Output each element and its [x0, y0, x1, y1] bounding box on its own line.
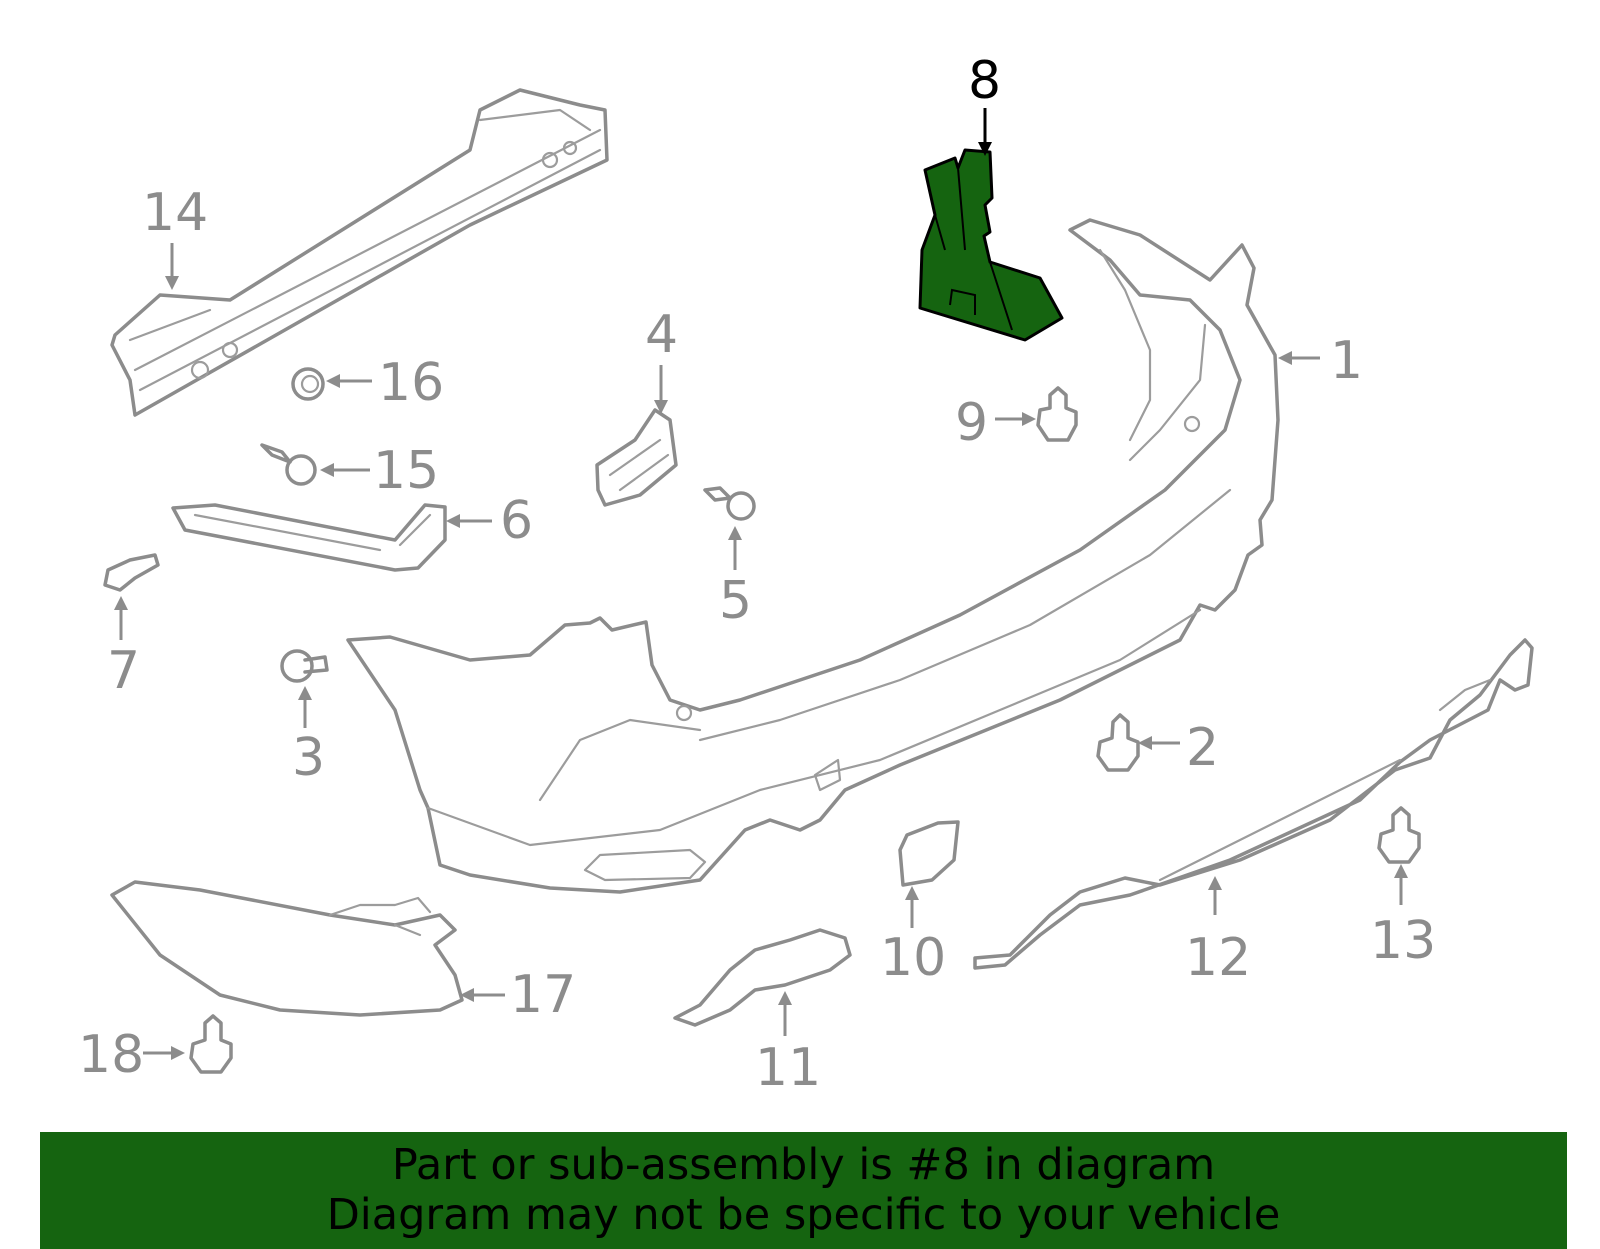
part-14-reinforcement-beam [110, 88, 609, 417]
callout-18: 18 [78, 1025, 144, 1085]
banner-line-1: Part or sub-assembly is #8 in diagram [391, 1140, 1216, 1190]
callout-13: 13 [1370, 911, 1436, 971]
part-8-highlighted-bracket [918, 148, 1064, 342]
info-banner: Part or sub-assembly is #8 in diagram Di… [40, 1132, 1567, 1249]
callout-9: 9 [955, 393, 988, 453]
part-7-clip [103, 553, 160, 592]
callout-2: 2 [1186, 718, 1219, 778]
callout-14: 14 [142, 183, 208, 243]
callout-1: 1 [1330, 331, 1363, 391]
part-16-nut [291, 367, 325, 401]
part-6-side-bracket [171, 503, 447, 572]
part-9-clip [1036, 386, 1078, 442]
callout-7: 7 [107, 641, 140, 701]
part-13-clip [1377, 806, 1421, 864]
callout-8: 8 [968, 51, 1001, 111]
callout-3: 3 [292, 728, 325, 788]
callout-5: 5 [719, 571, 752, 631]
part-2-clip [1096, 713, 1140, 772]
part-10-tow-hook-cover [898, 820, 960, 887]
part-1-bumper-cover [346, 218, 1280, 894]
callout-16: 16 [378, 353, 444, 413]
callout-17: 17 [510, 965, 576, 1025]
part-18-clip [189, 1014, 233, 1074]
banner-line-2: Diagram may not be specific to your vehi… [326, 1190, 1281, 1240]
callout-10: 10 [880, 928, 946, 988]
part-4-bracket [595, 408, 678, 507]
part-5-bolt [703, 486, 756, 521]
part-11-garnish [673, 928, 852, 1027]
part-3-clip [280, 649, 329, 683]
callout-11: 11 [755, 1038, 821, 1098]
callout-15: 15 [373, 441, 439, 501]
callout-4: 4 [645, 305, 678, 365]
callout-6: 6 [500, 491, 533, 551]
part-15-bolt [260, 443, 317, 486]
callout-numbers: 1 2 3 4 5 6 7 8 9 10 11 12 13 14 15 16 1… [78, 51, 1436, 1098]
callout-12: 12 [1185, 928, 1251, 988]
part-12-lower-valance [973, 638, 1534, 970]
leader-lines [114, 108, 1408, 1060]
part-17-reflector-trim [110, 880, 464, 1017]
